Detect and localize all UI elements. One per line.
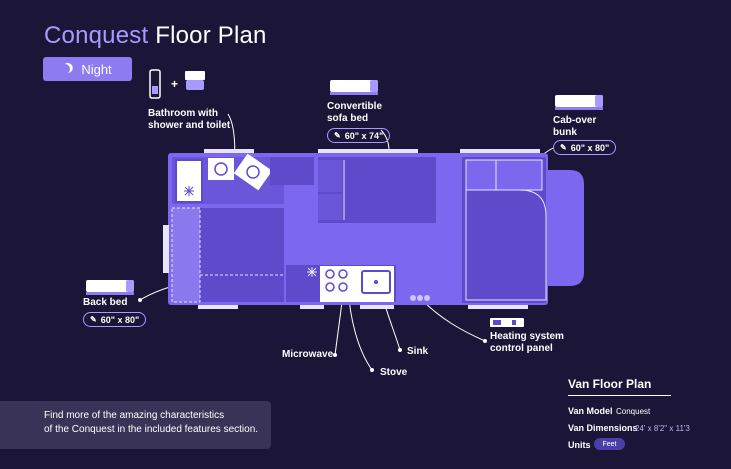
shower [175, 159, 203, 203]
heater-icon [307, 267, 317, 277]
pencil-icon: ✎ [90, 315, 97, 324]
sink-label: Sink [407, 346, 429, 357]
sofa-dimensions: ✎60" x 74" [327, 128, 391, 143]
spec-divider [568, 395, 671, 396]
stove-burners [325, 269, 348, 292]
van-dimensions-value: 24' x 8'2" x 11'3 [635, 424, 690, 433]
bathroom-sink-basin [214, 162, 228, 176]
closet [270, 157, 314, 185]
rear-door [163, 225, 169, 273]
bed-icon-back [86, 280, 134, 295]
shower-icon [149, 69, 161, 99]
bunk-dimensions: ✎60" x 80" [553, 140, 617, 155]
heating-knobs [410, 295, 430, 301]
page-title: Conquest Floor Plan [44, 22, 267, 50]
units-label: Units [568, 440, 591, 450]
sofa-label: Convertible sofa bed [327, 101, 382, 125]
sofa-label-line2: sofa bed [327, 113, 369, 124]
kitchen-sink [361, 270, 391, 294]
info-line1: Find more of the amazing characteristics [44, 410, 225, 421]
info-text: Find more of the amazing characteristics… [44, 409, 258, 437]
van-dimensions-label: Van Dimensions [568, 423, 638, 433]
bathroom-label: Bathroom with shower and toilet [148, 108, 230, 132]
back-bed-label: Back bed [83, 297, 128, 308]
spec-title: Van Floor Plan [568, 377, 652, 391]
night-mode-label: Night [81, 61, 112, 77]
control-panel-icon [490, 318, 524, 327]
pencil-icon: ✎ [334, 131, 341, 140]
bed-icon-sofa [330, 80, 378, 95]
bunk-label: Cab-over bunk [553, 115, 596, 139]
stove-label: Stove [380, 367, 408, 378]
microwave-label: Microwave [282, 349, 334, 360]
sofa-cushion-top [318, 160, 342, 192]
bunk-label-line2: bunk [553, 127, 577, 138]
pencil-icon: ✎ [560, 143, 567, 152]
back-bed-dimensions-value: 60" x 80" [100, 314, 140, 325]
heating-label-line1: Heating system [490, 331, 564, 342]
bed-icon-bunk [555, 95, 603, 110]
sofa-label-line1: Convertible [327, 101, 383, 112]
sink-drain [374, 280, 378, 284]
van-model-value: Conquest [616, 407, 651, 416]
sofa-cushion-bottom [318, 194, 342, 220]
van-body [163, 149, 584, 309]
heating-label-line2: control panel [490, 343, 553, 354]
driver-seat [465, 159, 497, 191]
shower-drain-icon [184, 186, 194, 196]
bathroom-label-line2: shower and toilet [148, 120, 231, 131]
units-toggle[interactable]: Feet [594, 438, 625, 450]
van-cab [548, 170, 584, 286]
wall-trims [198, 149, 540, 309]
van-model-label: Van Model [568, 406, 613, 416]
back-bed-dimensions: ✎60" x 80" [83, 312, 147, 327]
toilet-icon [185, 71, 205, 90]
toilet [233, 153, 273, 191]
bunk-dimensions-value: 60" x 80" [570, 142, 610, 153]
bathroom-sink [208, 158, 234, 180]
heating-label: Heating system control panel [490, 331, 564, 355]
toilet-bowl [246, 165, 260, 179]
info-line2: of the Conquest in the included features… [44, 424, 259, 435]
bunk-label-line1: Cab-over [553, 115, 597, 126]
passenger-seat [495, 159, 543, 191]
night-mode-button[interactable]: Night [43, 57, 132, 81]
bathroom-label-line1: Bathroom with [148, 108, 218, 119]
title-rest: Floor Plan [155, 22, 267, 49]
title-brand: Conquest [44, 22, 149, 49]
info-box: Find more of the amazing characteristics… [0, 401, 271, 449]
back-bed-extension [171, 207, 201, 303]
bunk-mattress [465, 189, 547, 301]
sofa-dimensions-value: 60" x 74" [344, 130, 384, 141]
plus-sign: + [171, 77, 179, 91]
